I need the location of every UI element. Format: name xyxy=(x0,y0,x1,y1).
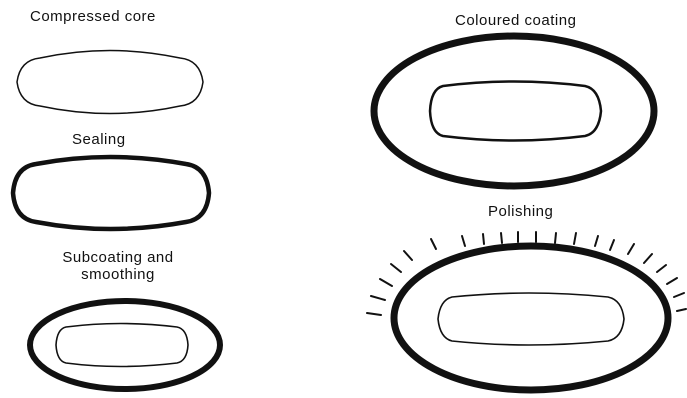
polished-inner-core xyxy=(438,293,624,345)
shine-stroke xyxy=(574,233,576,244)
shine-stroke xyxy=(404,251,412,260)
coloured-coating-outer-ellipse xyxy=(374,36,654,186)
shine-stroke xyxy=(380,279,392,286)
shine-stroke xyxy=(667,278,677,284)
shine-stroke xyxy=(367,313,381,315)
shine-stroke xyxy=(391,264,401,272)
shine-stroke xyxy=(431,239,436,249)
subcoat-outer-ellipse xyxy=(30,301,220,389)
shine-stroke xyxy=(501,233,502,243)
shine-stroke xyxy=(483,234,484,244)
compressed-core-shape xyxy=(17,51,203,114)
subcoat-inner-core xyxy=(56,324,188,367)
shine-stroke xyxy=(628,244,634,254)
polished-outer-ellipse xyxy=(394,246,668,390)
shine-stroke xyxy=(595,236,598,246)
shine-stroke xyxy=(657,265,666,272)
shine-stroke xyxy=(610,240,614,250)
shine-stroke xyxy=(644,254,652,263)
shine-stroke xyxy=(555,233,556,243)
shine-stroke xyxy=(674,293,684,297)
shine-stroke xyxy=(677,309,686,311)
shine-stroke xyxy=(371,296,385,300)
sealed-core-shape xyxy=(13,157,209,229)
shine-stroke xyxy=(462,236,465,246)
coloured-coating-inner-core xyxy=(430,82,601,141)
